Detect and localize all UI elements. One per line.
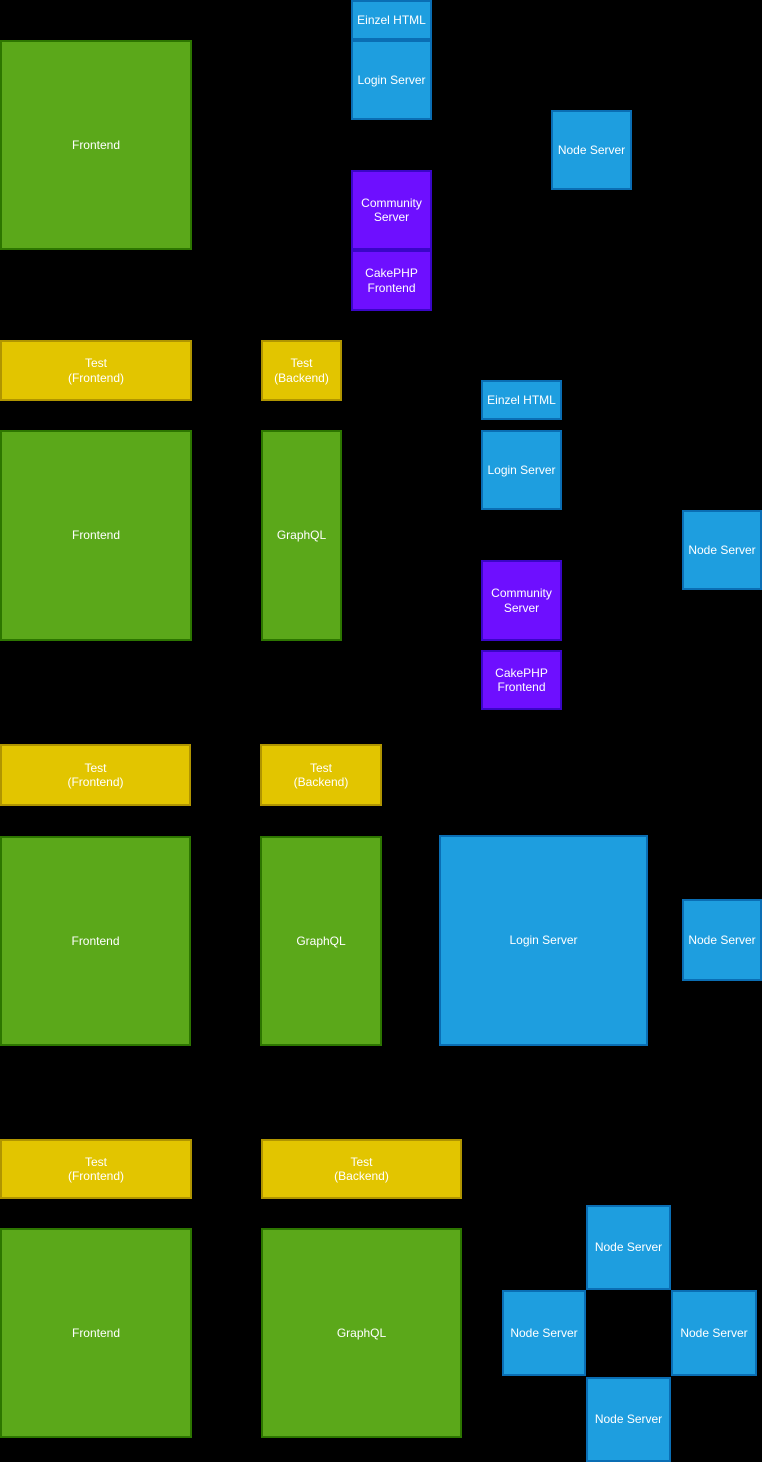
node-label: Frontend xyxy=(71,1325,121,1340)
node-label: Einzel HTML xyxy=(357,12,426,27)
node-test-frontend-g4[interactable]: Test (Frontend) xyxy=(0,1139,192,1199)
node-test-frontend-g2[interactable]: Test (Frontend) xyxy=(0,340,192,401)
node-label: Community Server xyxy=(361,195,422,224)
node-label: Frontend xyxy=(71,137,121,152)
node-label: Frontend xyxy=(71,528,121,543)
node-label: Node Server xyxy=(594,1240,663,1255)
node-label: Node Server xyxy=(680,1325,748,1340)
node-label: Node Server xyxy=(510,1325,578,1340)
node-label: Node Server xyxy=(688,542,756,557)
node-login-server-g2[interactable]: Login Server xyxy=(481,430,562,510)
node-test-backend-g4[interactable]: Test (Backend) xyxy=(261,1139,462,1199)
node-label: Test (Backend) xyxy=(334,1154,389,1183)
node-label: GraphQL xyxy=(336,1325,387,1340)
node-login-server-g1[interactable]: Login Server xyxy=(351,40,432,120)
node-community-server-g1[interactable]: Community Server xyxy=(351,170,432,250)
node-label: CakePHP Frontend xyxy=(495,665,548,694)
node-label: Node Server xyxy=(557,142,626,157)
node-label: Test (Backend) xyxy=(274,356,329,385)
node-label: Test (Backend) xyxy=(293,760,349,789)
node-community-server-g2[interactable]: Community Server xyxy=(481,560,562,641)
node-label: Test (Frontend) xyxy=(67,356,125,385)
node-test-backend-g3[interactable]: Test (Backend) xyxy=(260,744,382,806)
node-node-server-g1[interactable]: Node Server xyxy=(551,110,632,190)
node-node-server-g2[interactable]: Node Server xyxy=(682,510,762,590)
node-frontend-g1[interactable]: Frontend xyxy=(0,40,192,250)
node-label: Login Server xyxy=(357,72,426,87)
node-einzel-html-g2[interactable]: Einzel HTML xyxy=(481,380,562,420)
node-test-frontend-g3[interactable]: Test (Frontend) xyxy=(0,744,191,806)
node-test-backend-g2[interactable]: Test (Backend) xyxy=(261,340,342,401)
node-label: Node Server xyxy=(594,1412,663,1427)
node-node-server-g3[interactable]: Node Server xyxy=(682,899,762,981)
node-label: Login Server xyxy=(487,462,556,477)
node-graphql-g2[interactable]: GraphQL xyxy=(261,430,342,641)
node-label: GraphQL xyxy=(276,528,327,543)
node-node-server-g4-right[interactable]: Node Server xyxy=(671,1290,757,1376)
node-login-server-g3[interactable]: Login Server xyxy=(439,835,648,1046)
node-cakephp-frontend-g2[interactable]: CakePHP Frontend xyxy=(481,650,562,710)
node-label: Einzel HTML xyxy=(487,392,556,407)
node-frontend-g4[interactable]: Frontend xyxy=(0,1228,192,1438)
node-label: CakePHP Frontend xyxy=(365,266,418,295)
node-node-server-g4-left[interactable]: Node Server xyxy=(502,1290,586,1376)
node-label: Login Server xyxy=(509,933,578,948)
node-label: Test (Frontend) xyxy=(67,760,124,789)
node-graphql-g4[interactable]: GraphQL xyxy=(261,1228,462,1438)
node-label: GraphQL xyxy=(296,933,346,948)
node-frontend-g3[interactable]: Frontend xyxy=(0,836,191,1046)
node-frontend-g2[interactable]: Frontend xyxy=(0,430,192,641)
node-einzel-html-g1[interactable]: Einzel HTML xyxy=(351,0,432,40)
node-graphql-g3[interactable]: GraphQL xyxy=(260,836,382,1046)
node-label: Node Server xyxy=(688,932,756,947)
node-label: Frontend xyxy=(71,933,120,948)
node-label: Community Server xyxy=(491,586,552,615)
node-node-server-g4-bottom[interactable]: Node Server xyxy=(586,1377,671,1462)
node-node-server-g4-top[interactable]: Node Server xyxy=(586,1205,671,1290)
node-cakephp-frontend-g1[interactable]: CakePHP Frontend xyxy=(351,250,432,311)
node-label: Test (Frontend) xyxy=(67,1154,125,1183)
